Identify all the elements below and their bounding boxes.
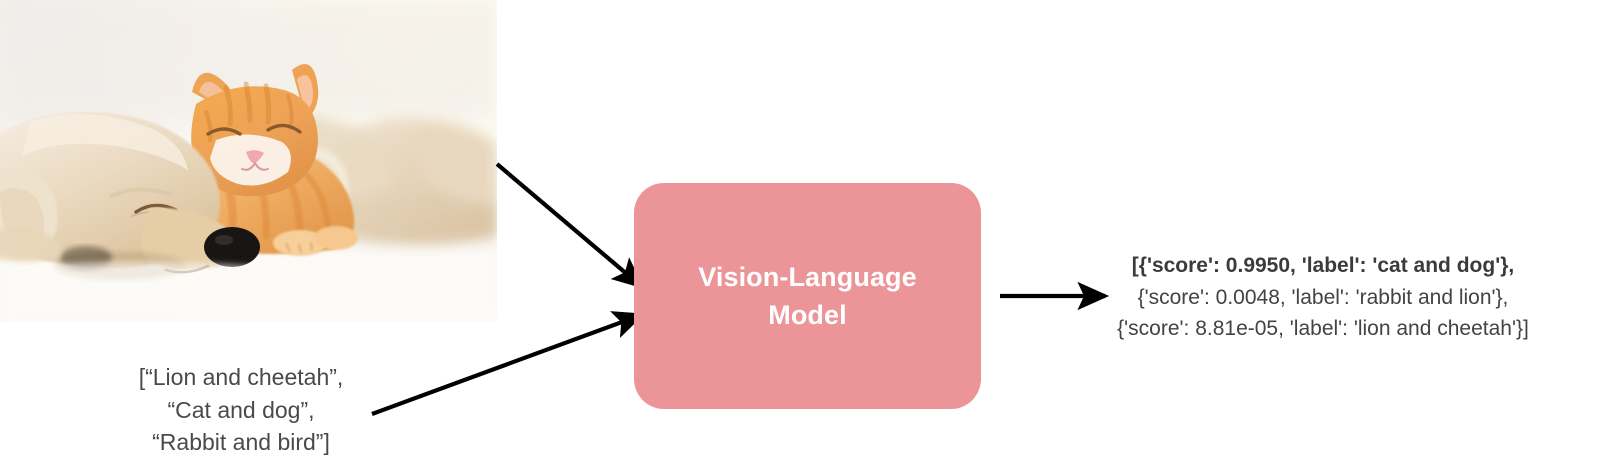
output-line-1: [{'score': 0.9950, 'label': 'cat and dog… xyxy=(1131,254,1515,277)
prompt-line-2: “Cat and dog”, xyxy=(167,396,315,423)
model-output-predictions: [{'score': 0.9950, 'label': 'cat and dog… xyxy=(1058,250,1588,345)
input-image-photo xyxy=(0,0,497,322)
puppy-and-kitten-illustration xyxy=(0,0,497,322)
arrow-image-to-model xyxy=(495,162,645,289)
prompt-line-1: [“Lion and cheetah”, xyxy=(138,364,344,390)
candidate-labels-prompt: [“Lion and cheetah”, “Cat and dog”, “Rab… xyxy=(96,361,386,459)
model-label-line-1: Vision-Language xyxy=(698,261,917,292)
prompt-line-3: “Rabbit and bird”] xyxy=(152,429,330,456)
output-line-2: {'score': 0.0048, 'label': 'rabbit and l… xyxy=(1137,285,1509,309)
arrow-prompt-to-model xyxy=(371,311,645,416)
model-label-line-2: Model xyxy=(768,300,847,330)
vision-language-model-box[interactable]: Vision-Language Model xyxy=(634,183,981,409)
output-line-3: {'score': 8.81e-05, 'label': 'lion and c… xyxy=(1117,317,1529,340)
model-box-label: Vision-Language Model xyxy=(698,258,917,335)
